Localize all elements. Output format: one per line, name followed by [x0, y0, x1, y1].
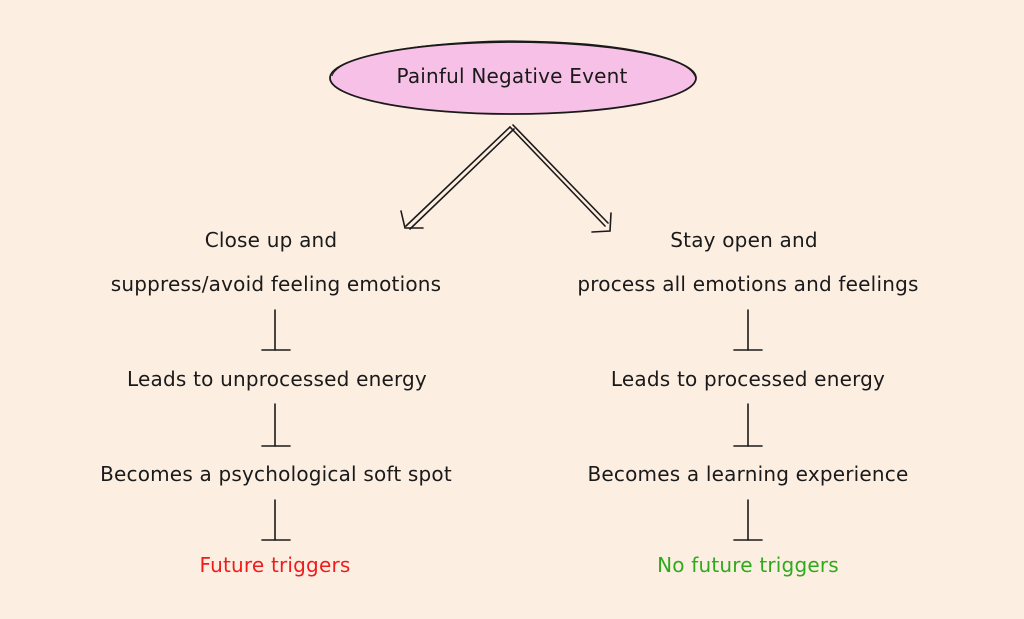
- right-arrow-3: [733, 499, 763, 541]
- right-arrow-2: [733, 403, 763, 447]
- right-branch-line1: Stay open and: [670, 228, 818, 252]
- left-branch-step2: Becomes a psychological soft spot: [100, 462, 452, 486]
- left-arrow-3: [261, 499, 291, 541]
- arrow-to-right-branch: [509, 124, 612, 233]
- left-arrow-2: [261, 403, 291, 447]
- arrow-to-left-branch: [400, 126, 515, 230]
- right-branch-step2: Becomes a learning experience: [587, 462, 909, 486]
- left-branch-step1: Leads to unprocessed energy: [127, 367, 427, 391]
- right-branch-outcome: No future triggers: [657, 553, 839, 577]
- root-node-label: Painful Negative Event: [396, 64, 628, 88]
- left-branch-outcome: Future triggers: [199, 553, 351, 577]
- left-branch-line2: suppress/avoid feeling emotions: [110, 272, 442, 296]
- right-arrow-1: [733, 309, 763, 351]
- left-arrow-1: [261, 309, 291, 351]
- root-node-sketch-stroke: [331, 40, 697, 81]
- right-branch-step1: Leads to processed energy: [610, 367, 886, 391]
- right-branch-line2: process all emotions and feelings: [577, 272, 919, 296]
- left-branch-line1: Close up and: [204, 228, 338, 252]
